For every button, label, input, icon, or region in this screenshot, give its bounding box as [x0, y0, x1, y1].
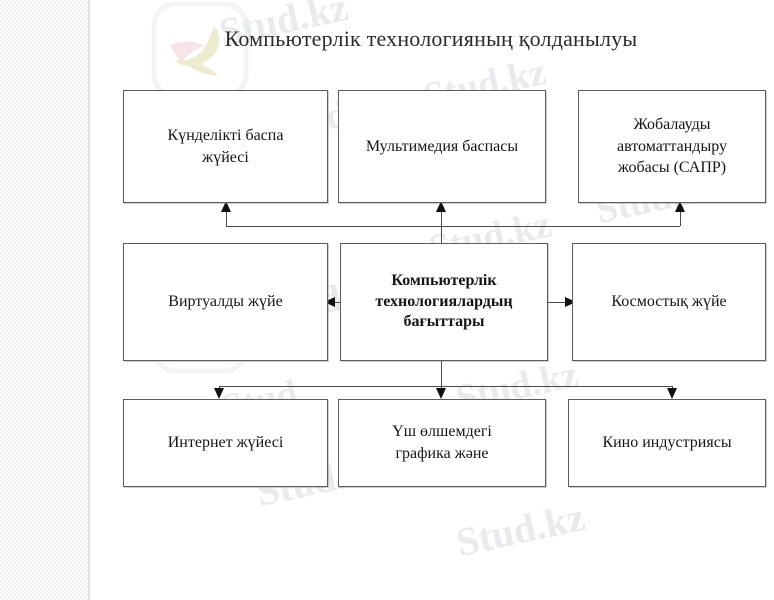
node-bottom-2[interactable]: Үш өлшемдегі графика және: [338, 399, 546, 487]
page-title: Компьютерлік технологияның қолданылуы: [224, 26, 638, 51]
box-label: Интернет жүйесі: [167, 434, 284, 452]
box-label: Күнделікті баспа жүйесі: [167, 126, 284, 166]
box-label: Мультимедия баспасы: [365, 137, 519, 155]
node-top-3[interactable]: Жобалауды автоматтандыру жобасы (САПР): [578, 90, 766, 203]
connector-top-bus: [226, 226, 680, 227]
connector-right-arrow-shaft: [548, 302, 566, 303]
node-bottom-3[interactable]: Кино индустриясы: [568, 399, 766, 487]
page-margin-divider: [88, 0, 90, 600]
connector-bottom-stub-3: [672, 386, 673, 390]
connector-bottom-stub-2: [441, 386, 442, 390]
node-top-1[interactable]: Күнделікті баспа жүйесі: [123, 90, 328, 203]
connector-center-riser-down: [441, 361, 442, 386]
arrow-down-3: [667, 388, 677, 399]
connector-top-stub-2: [441, 212, 442, 226]
connector-bottom-bus: [219, 386, 672, 387]
box-label: Космостық жүйе: [611, 293, 727, 311]
arrow-down-2: [436, 388, 446, 399]
box-label: Үш өлшемдегі графика және: [392, 423, 492, 462]
page-margin-strip: [0, 0, 88, 600]
node-top-2[interactable]: Мультимедия баспасы: [338, 90, 546, 203]
box-label: Кино индустриясы: [602, 434, 732, 452]
box-label: Жобалауды автоматтандыру жобасы (САПР): [617, 116, 727, 177]
arrow-down-1: [214, 388, 224, 399]
box-label: Компьютерлік технологиялардың бағыттары: [375, 271, 513, 331]
node-middle-2[interactable]: Космостық жүйе: [572, 243, 766, 361]
connector-top-stub-1: [226, 212, 227, 226]
connector-top-stub-3: [680, 212, 681, 226]
box-label: Виртуалды жүйе: [168, 293, 283, 311]
watermark-text: Stud.kz: [452, 493, 589, 565]
node-middle-1[interactable]: Виртуалды жүйе: [123, 243, 328, 361]
connector-bottom-stub-1: [219, 386, 220, 390]
connector-center-riser-up: [441, 226, 442, 243]
node-bottom-1[interactable]: Интернет жүйесі: [123, 399, 328, 487]
node-center[interactable]: Компьютерлік технологиялардың бағыттары: [340, 243, 548, 361]
